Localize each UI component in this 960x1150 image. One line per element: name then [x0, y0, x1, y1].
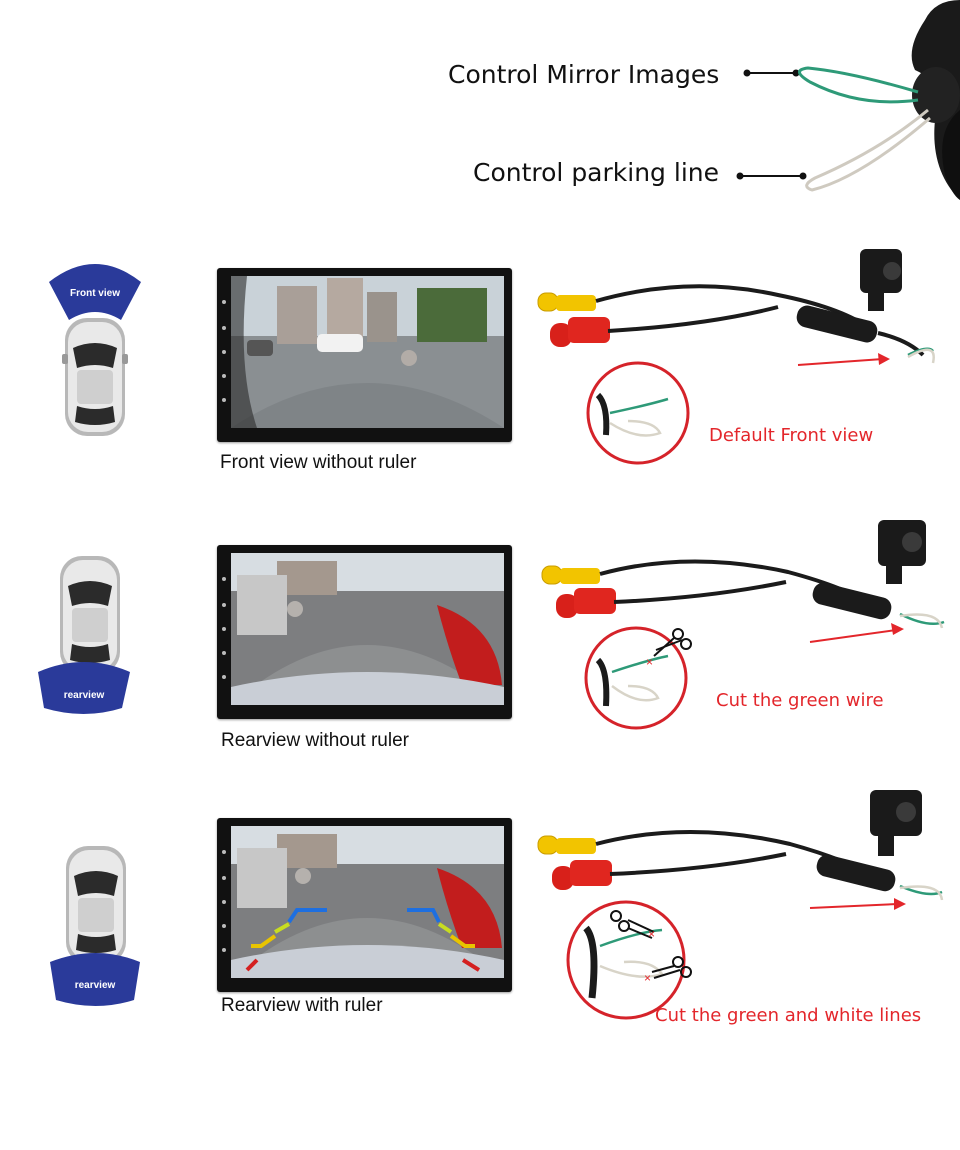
rca-red-connector	[552, 860, 612, 890]
arrow-icon	[797, 353, 890, 366]
white-wire	[805, 108, 931, 192]
green-wire	[798, 66, 919, 104]
svg-text:×: ×	[646, 655, 653, 669]
rca-yellow-connector	[541, 565, 600, 585]
parking-guide-lines	[245, 908, 481, 972]
wire-detail-zoom: × ×	[566, 900, 692, 1020]
wire-legend-diagram	[736, 0, 960, 200]
scissors-icon	[653, 628, 692, 657]
rca-red-connector	[556, 588, 616, 618]
mirror-images-label: Control Mirror Images	[448, 60, 720, 89]
car-icon	[66, 846, 126, 964]
car-view-diagram: rearview	[50, 846, 140, 1006]
front-camera-view	[222, 276, 504, 428]
head-unit-screen	[217, 545, 512, 719]
row-caption: Rearview with ruler	[221, 995, 383, 1016]
rca-yellow-connector	[537, 835, 596, 855]
zone-indicator	[38, 662, 130, 714]
head-unit-screen	[217, 268, 512, 442]
row-note: Cut the green wire	[716, 690, 884, 711]
row-caption: Front view without ruler	[220, 452, 417, 473]
rca-red-connector	[550, 317, 610, 347]
svg-text:×: ×	[644, 971, 651, 985]
row-caption: Rearview without ruler	[221, 730, 409, 751]
camera-body-icon	[911, 0, 960, 200]
parking-leader-line	[736, 172, 807, 180]
android-nav-icons	[222, 850, 226, 952]
zone-indicator	[49, 264, 141, 320]
car-icon	[62, 318, 128, 436]
camera-icon	[878, 520, 926, 584]
white-wire	[899, 885, 944, 901]
camera-wiring-diagram: ×	[541, 520, 945, 730]
android-nav-icons	[222, 577, 226, 679]
rca-yellow-connector	[537, 292, 596, 312]
car-view-diagram: rearview	[38, 556, 130, 714]
car-view-diagram: Front view	[49, 264, 141, 436]
camera-wiring-diagram	[537, 249, 935, 465]
zone-indicator	[50, 953, 140, 1006]
zone-label: Front view	[70, 288, 120, 299]
row-note: Default Front view	[709, 425, 874, 446]
mirror-leader-line	[743, 69, 800, 77]
arrow-icon	[809, 898, 906, 910]
wire-detail-zoom: ×	[584, 626, 692, 730]
row-note: Cut the green and white lines	[655, 1005, 922, 1026]
arrow-icon	[809, 623, 904, 643]
scissors-icon	[610, 910, 655, 939]
main-cable	[595, 284, 870, 329]
zone-label: rearview	[75, 980, 116, 991]
camera-icon	[860, 249, 902, 311]
camera-icon	[870, 790, 922, 856]
white-wire	[907, 348, 935, 364]
head-unit-screen	[217, 818, 512, 992]
rear-camera-view-with-guidelines	[222, 826, 504, 978]
car-icon	[60, 556, 120, 674]
white-wire	[899, 613, 944, 629]
camera-wiring-diagram: × ×	[537, 790, 944, 1020]
parking-line-label: Control parking line	[473, 158, 719, 187]
svg-text:×: ×	[648, 927, 655, 941]
android-nav-icons	[222, 300, 226, 402]
wire-detail-zoom	[586, 361, 690, 465]
scissors-icon	[651, 956, 692, 979]
rear-camera-view	[222, 553, 504, 705]
zone-label: rearview	[64, 690, 105, 701]
